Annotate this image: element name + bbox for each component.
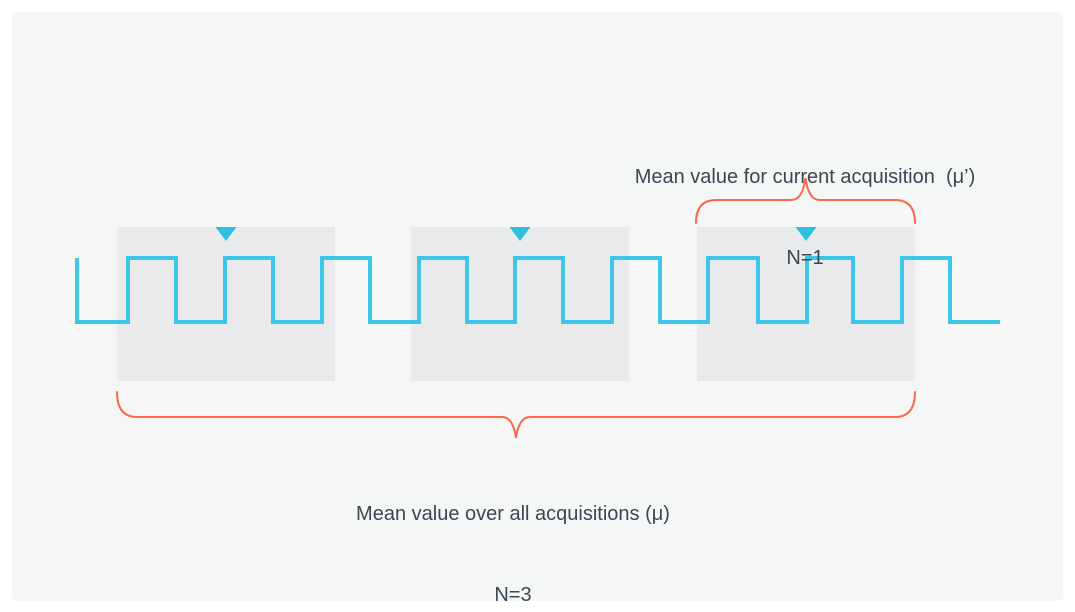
trigger-marker-icon-1 [215, 227, 237, 241]
signal-waveform [75, 256, 1000, 324]
trigger-marker-icon-2 [509, 227, 531, 241]
braces-group [116, 177, 916, 439]
trigger-marker-icon-3 [795, 227, 817, 241]
trigger-markers [215, 227, 817, 241]
all-acquisitions-label-text: Mean value over all acquisitions (μ) [356, 503, 670, 525]
current-acquisition-label-text: Mean value for current acquisition (μ’) [634, 166, 976, 188]
current-acquisition-count: N=1 [786, 247, 824, 269]
acquisition-region-2 [411, 227, 629, 381]
all-acquisitions-label: Mean value over all acquisitions (μ) N=3 [356, 447, 670, 612]
all-acquisitions-count: N=3 [494, 584, 532, 606]
all-acquisitions-brace [116, 391, 916, 439]
current-acquisition-label: Mean value for current acquisition (μ’) … [635, 110, 976, 326]
current-acquisition-brace [695, 177, 916, 224]
waveform-group [75, 256, 1000, 324]
